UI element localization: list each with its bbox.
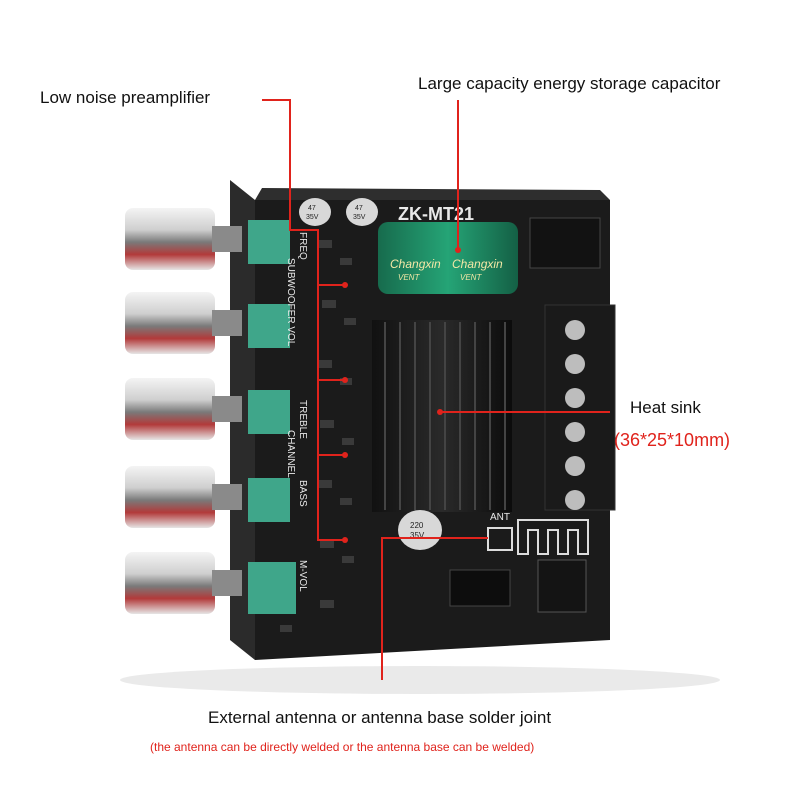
svg-text:35V: 35V xyxy=(353,214,366,221)
potentiometer-2 xyxy=(248,304,290,348)
callout-antenna-note: (the antenna can be directly welded or t… xyxy=(150,740,535,754)
pcb-edge xyxy=(255,188,610,200)
small-capacitor-2: 47 35V xyxy=(346,198,378,226)
callout-dots xyxy=(342,247,461,543)
audio-jack xyxy=(537,559,587,613)
svg-text:47: 47 xyxy=(308,205,316,212)
knob-1 xyxy=(125,208,242,270)
potentiometer-5 xyxy=(248,562,296,614)
knob-4 xyxy=(125,466,242,528)
silk-label-channel: CHANNEL xyxy=(285,430,296,478)
callout-lines xyxy=(262,99,610,680)
silk-label-bass: BASS xyxy=(297,480,308,507)
callout-preamplifier: Low noise preamplifier xyxy=(40,88,211,107)
silk-label-treble: TREBLE xyxy=(297,400,308,439)
large-capacitor: Changxin Changxin VENT VENT xyxy=(378,222,518,294)
small-capacitor-1: 47 35V xyxy=(299,198,331,226)
svg-text:220: 220 xyxy=(410,521,424,530)
callout-antenna: External antenna or antenna base solder … xyxy=(208,708,552,727)
board-shadow xyxy=(120,666,720,694)
capacitor-220: 220 35V xyxy=(398,510,442,550)
silk-label-freq: FREQ xyxy=(297,232,308,260)
svg-text:47: 47 xyxy=(355,205,363,212)
potentiometer-3 xyxy=(248,390,290,434)
speaker-terminal-block xyxy=(544,304,616,511)
ic-chip xyxy=(449,569,511,607)
potentiometer-4 xyxy=(248,478,290,522)
knob-5 xyxy=(125,552,242,614)
silk-label-subwoofer: SUBWOOFER VOL xyxy=(285,258,296,347)
callout-heatsink-dimensions: (36*25*10mm) xyxy=(614,430,731,450)
svg-text:35V: 35V xyxy=(410,531,425,540)
callout-heatsink: Heat sink xyxy=(630,398,701,417)
svg-text:VENT: VENT xyxy=(460,273,482,282)
svg-text:Changxin: Changxin xyxy=(452,257,503,271)
knob-3 xyxy=(125,378,242,440)
svg-text:VENT: VENT xyxy=(398,273,420,282)
svg-text:35V: 35V xyxy=(306,214,319,221)
ant-label: ANT xyxy=(490,512,510,523)
svg-text:Changxin: Changxin xyxy=(390,257,441,271)
silk-label-mvol: M-VOL xyxy=(297,560,308,592)
antenna-trace xyxy=(517,519,589,555)
heat-sink xyxy=(372,320,512,512)
dc-power-jack xyxy=(529,217,601,269)
potentiometer-1 xyxy=(248,220,290,264)
knob-2 xyxy=(125,292,242,354)
smd-components xyxy=(280,240,356,632)
front-panel xyxy=(230,180,255,660)
board-model-label: ZK-MT21 xyxy=(398,204,474,224)
callout-capacitor: Large capacity energy storage capacitor xyxy=(418,74,721,93)
